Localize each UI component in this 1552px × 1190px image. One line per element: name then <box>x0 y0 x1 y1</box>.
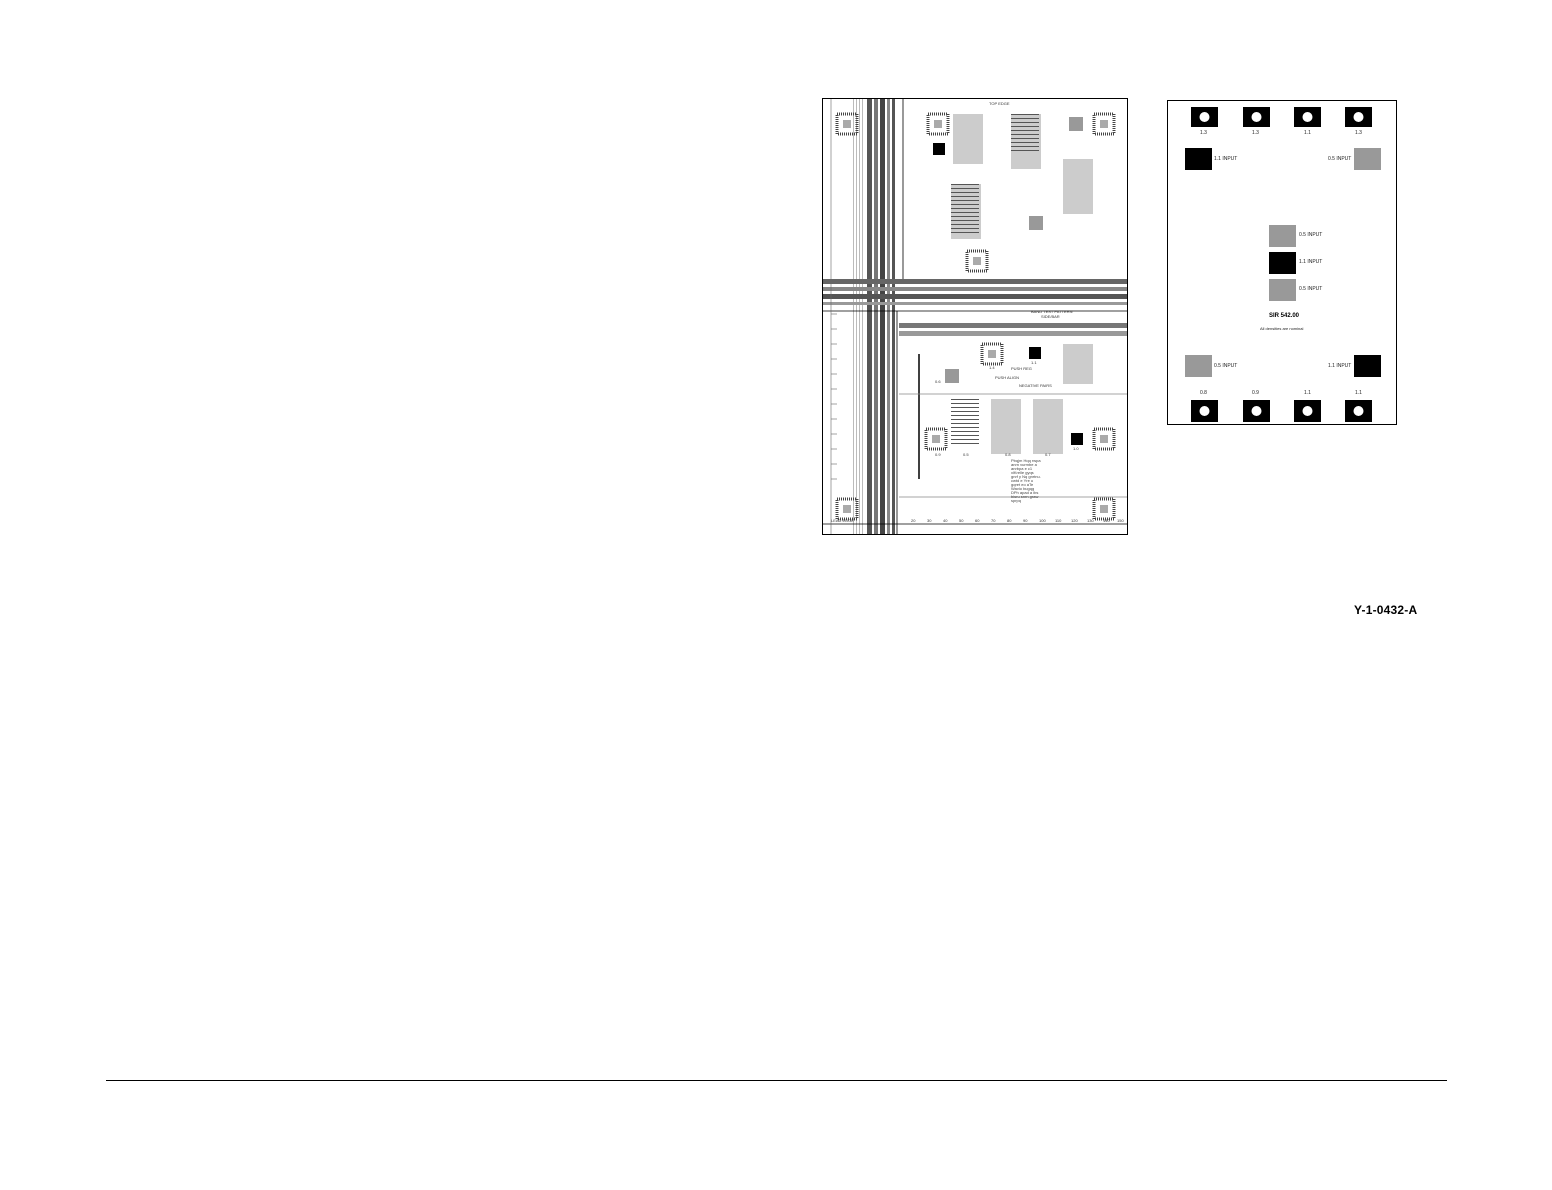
ruler-mark: 120 <box>1071 518 1078 523</box>
vertical-stripe-bands <box>867 99 895 534</box>
patch-label-6: 0.8 <box>1005 452 1011 457</box>
pattern-title: SIR 542.00 <box>1269 313 1300 319</box>
ruler-mark: 140 <box>1103 518 1110 523</box>
patch-label-3: 1.1 <box>1031 360 1037 365</box>
text-block-placeholders <box>951 114 1093 454</box>
ruler-mark: 60 <box>975 518 980 523</box>
side-label-center-2: 1.1 INPUT <box>1299 259 1323 265</box>
patch-label-8: 1.0 <box>1073 446 1079 451</box>
figure-id-label: Y-1-0432-A <box>1354 603 1418 617</box>
pattern-subtitle-label: SIDE/BAR <box>1041 314 1060 319</box>
patch-label-4: 0.9 <box>935 452 941 457</box>
bottom-row-targets <box>1191 400 1372 422</box>
test-pattern-graphic <box>823 99 1127 534</box>
registration-label-1: PUSH ALIGN <box>995 375 1020 380</box>
bottom-row-label-2: 0.9 <box>1252 390 1259 396</box>
ruler-mark: 20 <box>911 518 916 523</box>
sample-text-block: Pbqjm Hqq rwpa anrn vurmbe a anrbpa e c1… <box>1011 458 1041 503</box>
density-pattern-graphic <box>1185 107 1381 422</box>
patch-label-7: 0.7 <box>1045 452 1051 457</box>
bottom-row-label-4: 1.1 <box>1355 390 1362 396</box>
side-label-top-left: 1.1 INPUT <box>1214 156 1238 162</box>
side-label-center-3: 0.5 INPUT <box>1299 286 1323 292</box>
horizontal-stripe-bands <box>823 279 1127 336</box>
ruler-mark: 70 <box>991 518 996 523</box>
top-row-label-4: 1.3 <box>1355 130 1362 136</box>
top-row-label-2: 1.3 <box>1252 130 1259 136</box>
density-patches <box>1185 148 1381 377</box>
bottom-row-label-1: 0.8 <box>1200 390 1207 396</box>
density-patches <box>933 117 1083 445</box>
ruler-mark: 150 <box>1117 518 1124 523</box>
ruler-mark: 30 <box>927 518 932 523</box>
pattern-title-label: BAND TEST PATTERN <box>1031 309 1073 314</box>
test-pattern-right: 1.3 1.3 1.1 1.3 0.8 0.9 1.1 1.1 1.1 INPU… <box>1167 100 1397 425</box>
target-marks <box>835 112 1116 521</box>
ruler-mark: 50 <box>959 518 964 523</box>
registration-label-3: NEGATIVE PAIRS <box>1019 383 1052 388</box>
left-ruler <box>830 99 837 534</box>
top-edge-label: TOP EDGE <box>989 101 1010 106</box>
patch-label-1: 0.6 <box>935 379 941 384</box>
pattern-subtitle: All densities are nominal <box>1260 326 1304 331</box>
footer-divider <box>106 1080 1447 1081</box>
ruler-mark: 130 <box>1087 518 1094 523</box>
ruler-mark: 40 <box>943 518 948 523</box>
side-label-bottom-left: 0.5 INPUT <box>1214 363 1238 369</box>
top-row-targets <box>1191 107 1372 127</box>
dark-text-blocks <box>951 114 1039 444</box>
side-label-center-1: 0.5 INPUT <box>1299 232 1323 238</box>
left-fine-stripes <box>853 99 863 534</box>
registration-label-2: PUSH REG <box>1011 366 1032 371</box>
top-row-label-3: 1.1 <box>1304 130 1311 136</box>
ruler-mark: 110 <box>1055 518 1062 523</box>
top-row-label-1: 1.3 <box>1200 130 1207 136</box>
side-label-bottom-right: 1.1 INPUT <box>1328 363 1352 369</box>
frame-lines <box>823 99 1127 534</box>
ruler-mark: 90 <box>1023 518 1028 523</box>
ruler-mark: 80 <box>1007 518 1012 523</box>
registration-label-4: LEAD EDGE <box>831 518 854 523</box>
patch-label-5: 0.5 <box>963 452 969 457</box>
side-label-top-right: 0.5 INPUT <box>1328 156 1352 162</box>
bottom-row-label-3: 1.1 <box>1304 390 1311 396</box>
ruler-mark: 100 <box>1039 518 1046 523</box>
patch-label-2: 1.4 <box>989 365 995 370</box>
test-pattern-left: TOP EDGE BAND TEST PATTERN SIDE/BAR PUSH… <box>822 98 1128 535</box>
